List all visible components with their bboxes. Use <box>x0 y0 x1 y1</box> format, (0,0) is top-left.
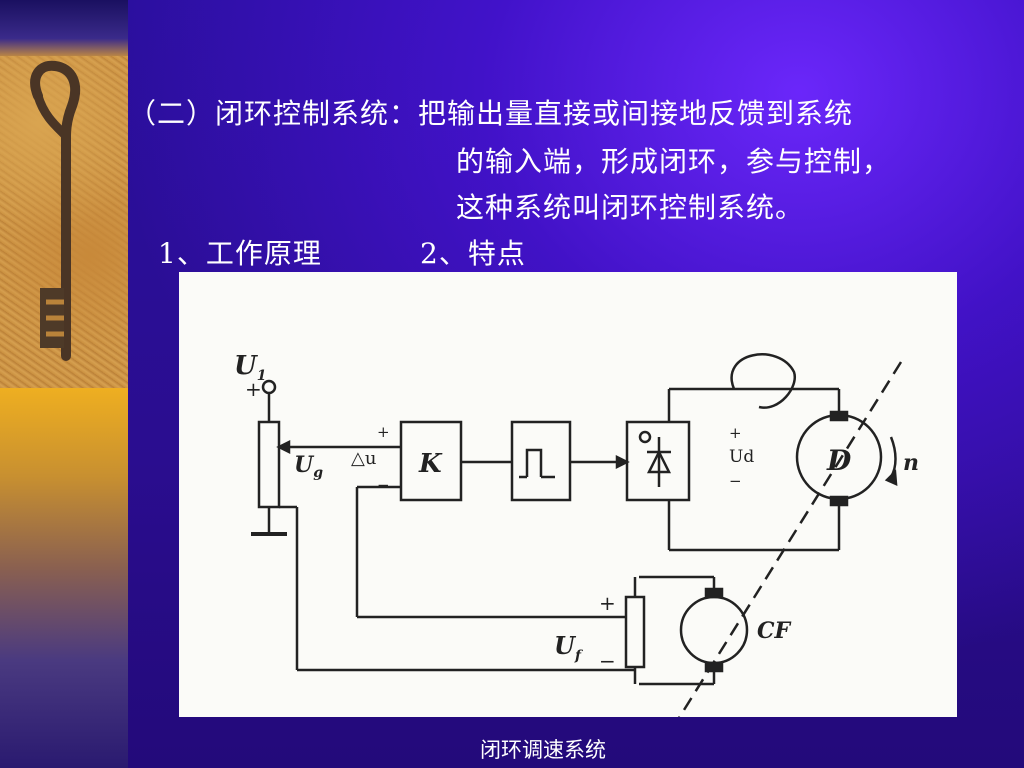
diagram-caption: 闭环调速系统 <box>480 738 606 762</box>
ud-label: Ud <box>729 447 754 467</box>
cf-label: CF <box>757 618 792 644</box>
heading-line: （二）闭环控制系统：把输出量直接或间接地反馈到系统 <box>128 92 853 132</box>
k-label: K <box>418 449 443 479</box>
u1-label: U1 <box>234 351 266 384</box>
antique-key-image <box>0 56 128 388</box>
k-input-minus: − <box>377 476 390 494</box>
u1-plus-sign: + <box>245 377 262 401</box>
uf-label: Uf <box>554 631 584 664</box>
closed-loop-speed-control-diagram: U1 + Ug + △u − K + Ud − D n + Uf − CF <box>179 272 957 717</box>
definition-line-1: 把输出量直接或间接地反馈到系统 <box>418 97 854 130</box>
delta-u-label: △u <box>351 448 376 469</box>
tacho-generator-cf <box>679 595 749 665</box>
definition-line-3: 这种系统叫闭环控制系统。 <box>456 191 805 224</box>
ud-plus: + <box>729 424 742 442</box>
item-working-principle: 1、工作原理 <box>158 237 322 270</box>
circuit-schematic: U1 + Ug + △u − K + Ud − D n + Uf − CF <box>234 351 919 717</box>
thyristor-rectifier-block <box>625 420 691 502</box>
motor-d-label: D <box>826 444 852 477</box>
ud-minus: − <box>729 472 742 490</box>
k-input-plus: + <box>377 423 390 441</box>
item-features: 2、特点 <box>420 237 526 270</box>
speed-n-label: n <box>903 450 919 476</box>
definition-line-2: 的输入端，形成闭环，参与控制， <box>456 145 892 178</box>
uf-minus: − <box>599 649 616 673</box>
potentiometer <box>257 420 281 509</box>
section-heading: （二）闭环控制系统： <box>128 97 419 130</box>
ug-label: Ug <box>294 452 323 481</box>
uf-plus: + <box>599 591 616 615</box>
feedback-resistor <box>624 595 646 669</box>
